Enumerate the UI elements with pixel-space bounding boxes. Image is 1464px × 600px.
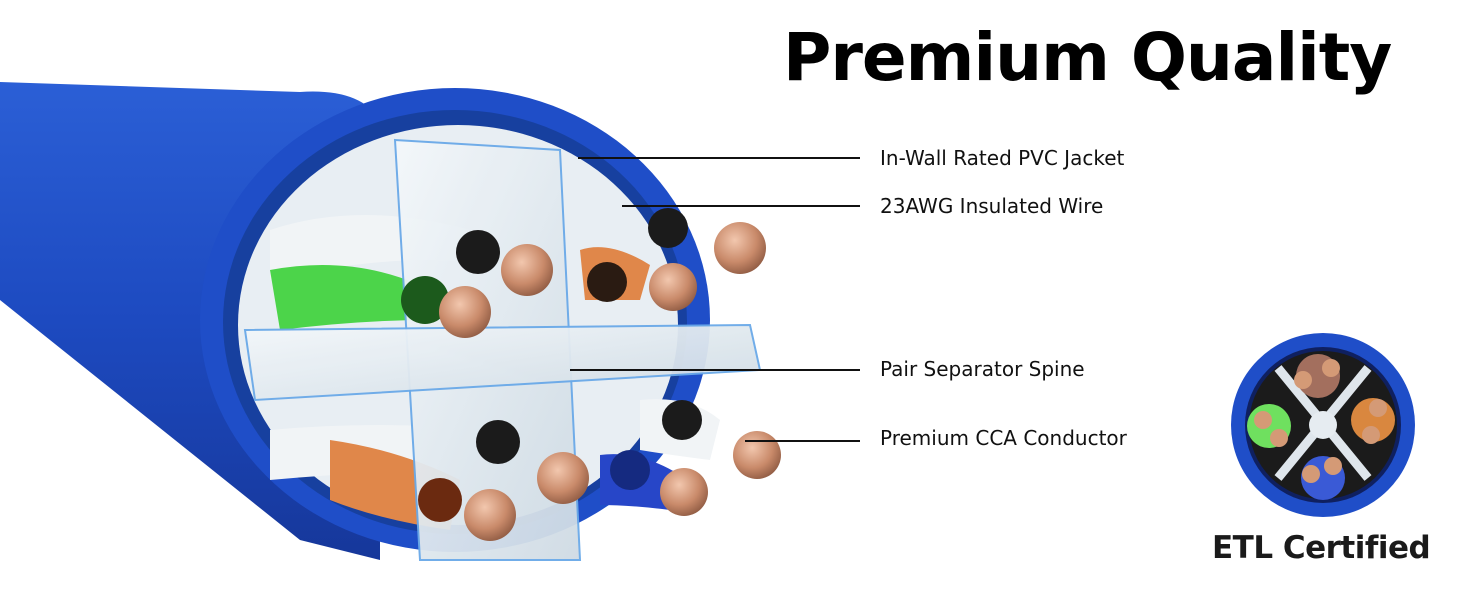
page-title: Premium Quality xyxy=(783,19,1392,96)
cca-conductors xyxy=(401,208,781,541)
label-insulated-wire: 23AWG Insulated Wire xyxy=(880,194,1104,218)
cable-end-view-icon xyxy=(1231,333,1415,517)
etl-certified-badge: ETL Certified xyxy=(1212,530,1431,566)
label-pvc-jacket: In-Wall Rated PVC Jacket xyxy=(880,146,1125,170)
label-separator-spine: Pair Separator Spine xyxy=(880,357,1085,381)
label-cca-conductor: Premium CCA Conductor xyxy=(880,426,1127,450)
